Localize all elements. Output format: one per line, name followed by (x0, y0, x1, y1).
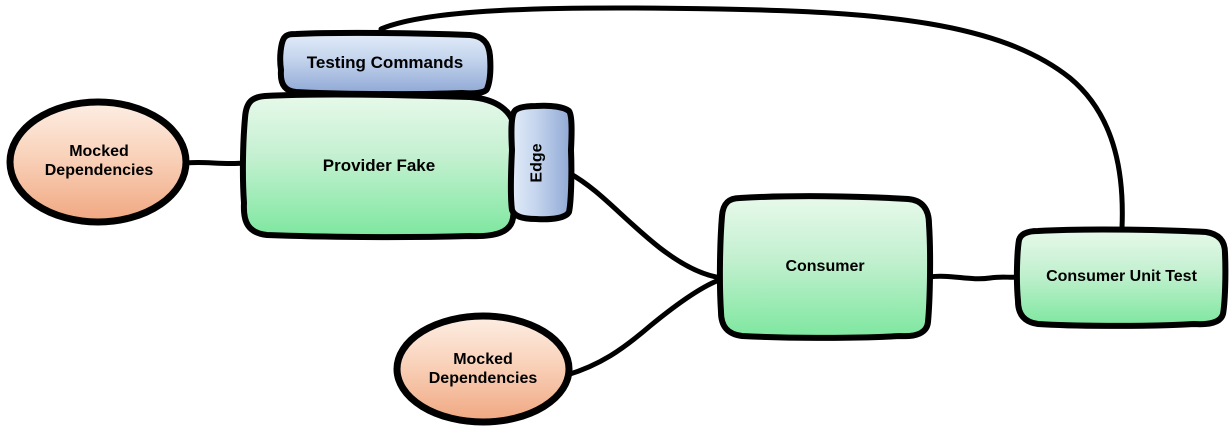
node-testing-commands[interactable] (277, 29, 494, 98)
edge-shape[interactable] (507, 102, 575, 223)
node-provider-fake[interactable] (239, 91, 520, 241)
consumer-unit-test-shape[interactable] (1013, 226, 1229, 329)
mocked-dependencies-provider-shape[interactable] (6, 98, 190, 226)
node-consumer[interactable] (716, 193, 934, 341)
edge-edge-to-consumer (566, 170, 725, 281)
testing-commands-shape[interactable] (277, 29, 494, 98)
node-mocked-dependencies-provider[interactable] (6, 98, 190, 226)
node-mocked-dependencies-consumer[interactable] (393, 312, 573, 426)
connector-layer (184, 5, 1125, 378)
consumer-shape[interactable] (716, 193, 934, 341)
edge-mock2-to-consumer (564, 276, 725, 378)
node-consumer-unit-test[interactable] (1013, 226, 1229, 329)
edge-testing-to-unit-test (378, 5, 1125, 231)
edge-consumer-to-unit-test (926, 273, 1022, 282)
edge-mock-to-provider (184, 159, 247, 167)
node-edge[interactable] (507, 102, 575, 223)
provider-fake-shape[interactable] (239, 91, 520, 241)
mocked-dependencies-consumer-shape[interactable] (393, 312, 573, 426)
